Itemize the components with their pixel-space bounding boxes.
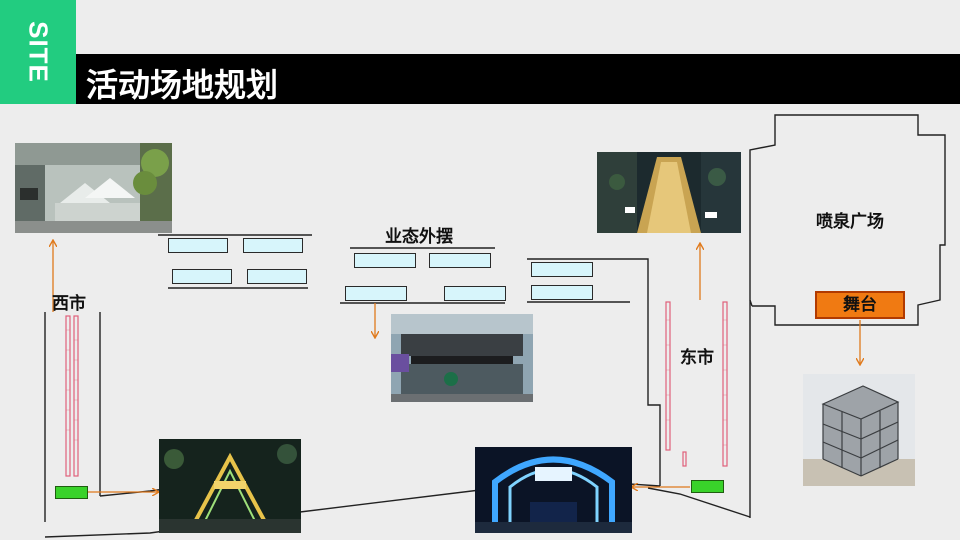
east-stall-strip-2 (722, 301, 728, 467)
light-arch-photo (159, 439, 301, 533)
east-stall-strip-3 (682, 451, 687, 467)
fountain-plaza-label: 喷泉广场 (816, 212, 884, 232)
east-entry-pad (691, 480, 724, 493)
stage-box: 舞台 (815, 291, 905, 319)
title-bar: 活动场地规划 (76, 54, 960, 104)
business-display-label: 业态外摆 (385, 227, 453, 247)
east-path-bottom (647, 487, 751, 518)
booth-3 (172, 269, 232, 284)
light-gate-photo (475, 447, 632, 533)
cube-installation-photo (803, 374, 915, 486)
booth-7 (345, 286, 407, 301)
starbucks-storefront-photo (391, 314, 533, 402)
booth-6 (429, 253, 491, 268)
booth-10 (531, 285, 593, 300)
east-stall-strip-1 (665, 301, 671, 451)
page-title: 活动场地规划 (86, 66, 279, 104)
booth-4 (247, 269, 307, 284)
booth-9 (531, 262, 593, 277)
stage-label: 舞台 (843, 295, 877, 315)
mall-atrium-photo (15, 143, 172, 233)
west-entry-pad (55, 486, 88, 499)
night-market-photo (597, 152, 741, 233)
booth-8 (444, 286, 506, 301)
east-market-label: 东市 (680, 348, 714, 368)
site-tab: SITE (0, 0, 76, 104)
east-path-left (632, 258, 661, 486)
booth-1 (168, 238, 228, 253)
west-market-label: 西市 (52, 294, 86, 314)
fountain-plaza-outline (749, 114, 946, 326)
west-stall-strip-2 (73, 315, 79, 477)
west-stall-strip-1 (65, 315, 71, 477)
booth-5 (354, 253, 416, 268)
booth-2 (243, 238, 303, 253)
